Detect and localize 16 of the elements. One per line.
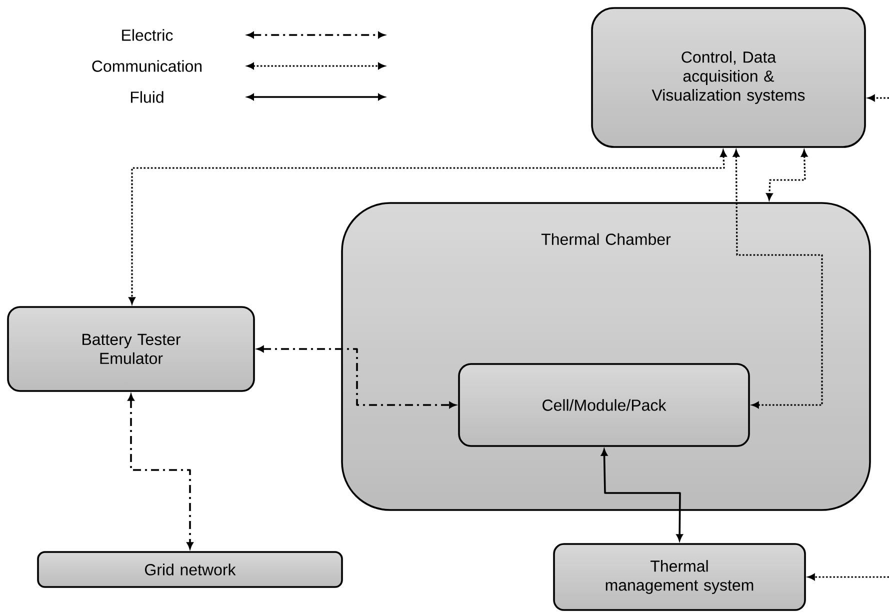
connector-arrow: [257, 346, 456, 408]
process-box: Control, Data acquisition & Visualization systems: [591, 7, 866, 148]
connector-arrow: [766, 150, 808, 200]
connector-arrow: [128, 150, 727, 304]
legend-label: Electric: [122, 29, 173, 41]
process-box: Grid network: [37, 551, 343, 588]
process-box: Battery Tester Emulator: [7, 306, 255, 392]
process-box: Cell/Module/Pack: [458, 363, 750, 447]
connector-arrow: [732, 150, 823, 408]
connector-arrow: [868, 94, 889, 102]
connector-arrow: [808, 574, 889, 580]
connector-arrow: [601, 449, 683, 541]
connector-arrow: [128, 394, 194, 549]
process-box: Thermal management system: [553, 543, 806, 611]
legend-label: Communication: [92, 60, 202, 72]
legend-label: Fluid: [130, 91, 164, 103]
